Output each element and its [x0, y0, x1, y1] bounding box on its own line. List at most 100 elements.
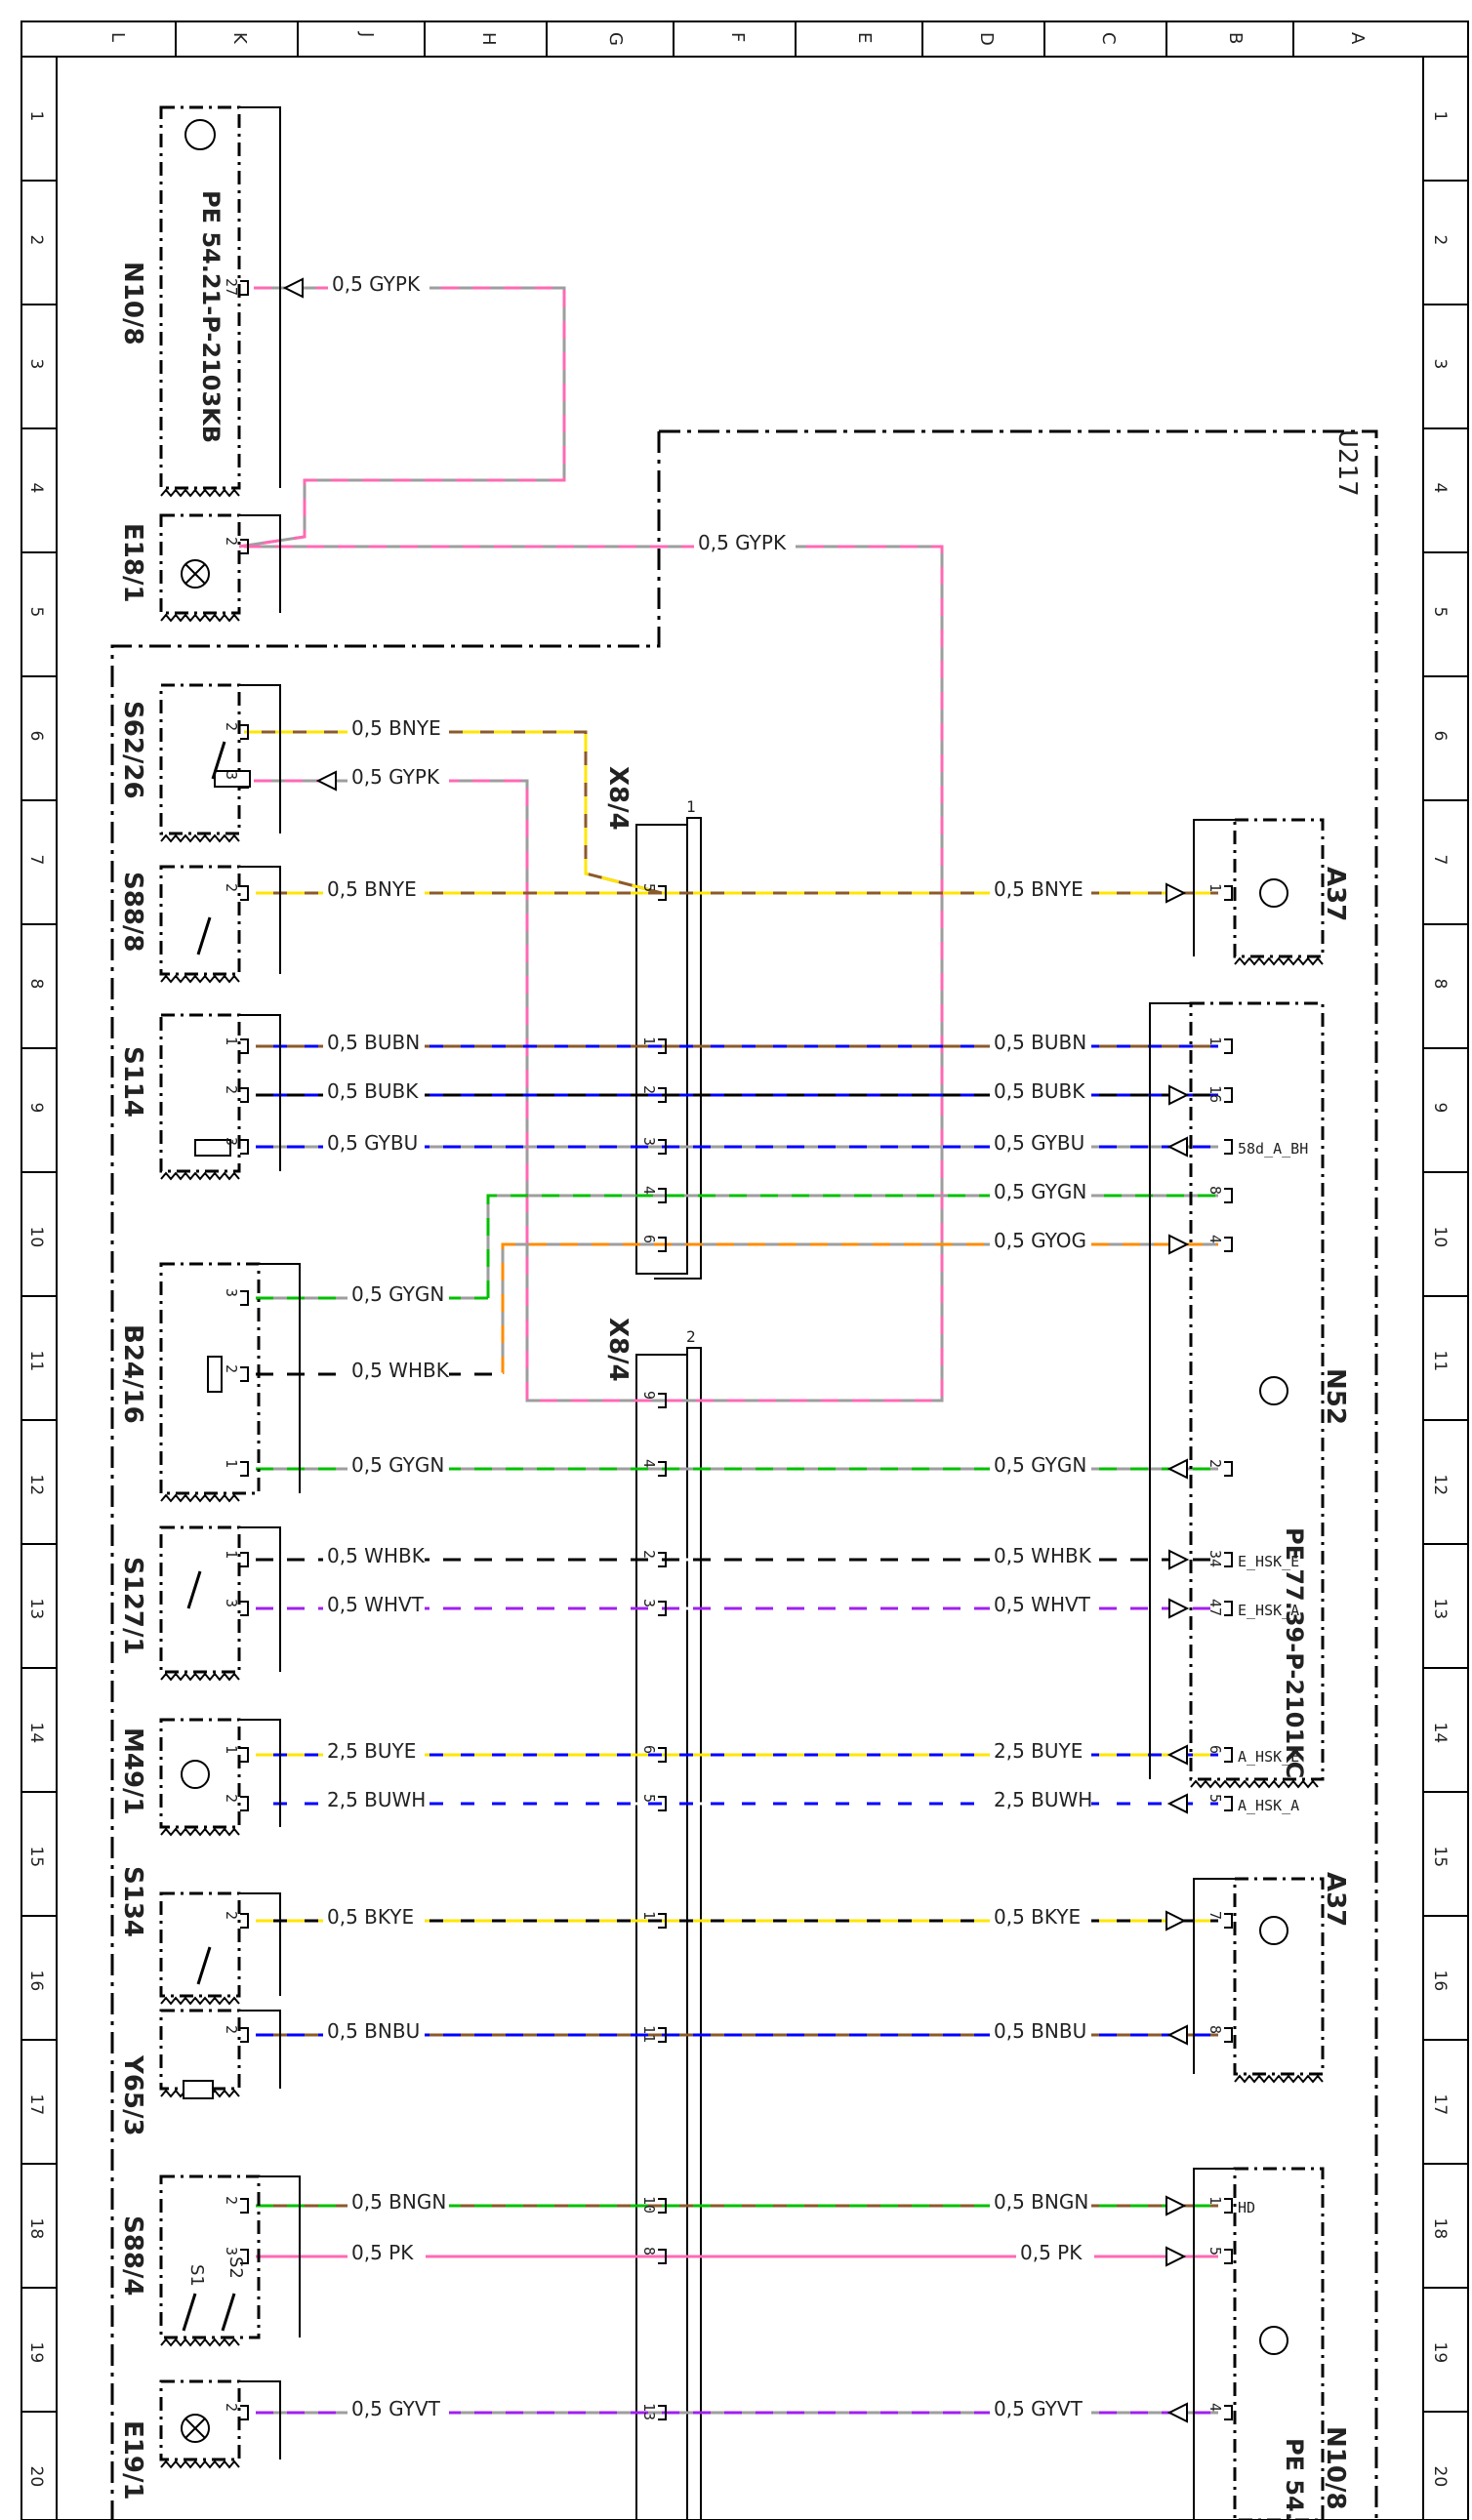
pin-left-19-label: 2 [223, 2025, 240, 2034]
module-outline-u217 [110, 429, 1378, 2520]
row-label: 7 [1430, 855, 1450, 866]
box-e19-1-break [160, 2459, 240, 2469]
wire-label-left-14-bg [323, 1545, 425, 1566]
label-a37-top: A37 [1321, 867, 1350, 921]
box-a37-bottom [1233, 1877, 1325, 2076]
connector-x8-4-a-pin: 1 [686, 797, 696, 816]
wire-tag-16: A_HSK_E [1238, 1748, 1299, 1766]
wire-label-left-7-bg [323, 1132, 425, 1154]
pin-conn-4-label: 5 [640, 883, 658, 892]
row-label: 14 [26, 1723, 46, 1744]
pin-right-4 [1224, 885, 1233, 901]
box-e18-1-break [160, 613, 240, 623]
connector-x8-4-a-name: X8/4 [603, 766, 633, 831]
wire-label-right-5: 0,5 BUBN [994, 1031, 1086, 1054]
wire-label-3: 0,5 GYPK [351, 765, 440, 789]
pin-right-20-label: 1 [1206, 2196, 1224, 2205]
pin-left-11 [240, 1366, 249, 1382]
row-label: 20 [26, 2466, 46, 2488]
pin-conn-17-label: 5 [640, 1794, 658, 1803]
box-s127-1-break [160, 1672, 240, 1682]
pin-right-22-label: 4 [1206, 2403, 1224, 2412]
wire-label-left-22: 0,5 GYVT [351, 2397, 441, 2420]
wire-label-left-4-bg [323, 878, 425, 900]
right-components [1149, 818, 1325, 2520]
switch-icon [182, 2293, 197, 2332]
lamp-icon-cross [184, 563, 206, 585]
wire-label-right-20: 0,5 BNGN [994, 2190, 1088, 2214]
arrow-right-16 [1166, 1744, 1188, 1766]
pin-conn-13-label: 4 [640, 1459, 658, 1468]
box-s88-8-bracket [239, 866, 281, 974]
pin-right-14 [1224, 1552, 1233, 1567]
pin-conn-16 [658, 1747, 667, 1763]
box-e18-1-bracket [239, 514, 281, 613]
lamp-icon [181, 2414, 210, 2443]
wire-label-right-19: 0,5 BNBU [994, 2019, 1086, 2043]
box-b24-16-bracket [259, 1263, 301, 1493]
row-label: 17 [26, 2094, 46, 2116]
arrow-right-21 [1165, 2246, 1187, 2267]
wire-label-right-21: 0,5 PK [1020, 2241, 1083, 2264]
box-y65-3-bracket [239, 2010, 281, 2089]
wire-label-1-bg [694, 532, 796, 553]
row-label: 13 [26, 1599, 46, 1620]
pin-right-6 [1224, 1087, 1233, 1103]
pin-left-4-label: 2 [223, 883, 240, 892]
row-label: 3 [1430, 359, 1450, 370]
box-b24-16 [159, 1262, 261, 1495]
wire-label-left-17-bg [323, 1789, 425, 1810]
box-s62-26-bracket [239, 684, 281, 833]
pin-conn-13 [658, 1461, 667, 1477]
wire-label-2-bg [348, 717, 449, 739]
pin-left-7-label: 3 [223, 1137, 240, 1146]
box-a37-top [1233, 818, 1325, 958]
pin-left-15-label: 3 [223, 1599, 240, 1607]
wire-label-left-19: 0,5 BNBU [327, 2019, 420, 2043]
pin-right-19 [1224, 2027, 1233, 2043]
solenoid-icon [183, 2080, 214, 2099]
box-s88-4 [159, 2175, 261, 2339]
pin-right-14-label: 34 [1206, 1550, 1224, 1567]
box-s62-26-break [160, 833, 240, 843]
wire-label-right-22-bg [990, 2398, 1091, 2419]
row-label: 1 [1430, 111, 1450, 122]
pin-conn-21-label: 8 [640, 2247, 658, 2256]
row-label: 4 [1430, 483, 1450, 494]
switch-icon [196, 1946, 212, 1985]
label-m49-1: M49/1 [118, 1727, 147, 1815]
pin-conn-4 [658, 885, 667, 901]
pin-right-15-label: 47 [1206, 1599, 1224, 1616]
pin-s62-3-label: 3 [223, 771, 240, 780]
wire-label-left-20-bg [348, 2191, 449, 2213]
pin-right-20 [1224, 2198, 1233, 2214]
wire-tag-15: E_HSK_A [1238, 1602, 1299, 1619]
row-label: 5 [26, 607, 46, 618]
box-n52-break [1190, 1779, 1319, 1789]
row-label: 8 [26, 979, 46, 990]
pin-right-13-label: 2 [1206, 1459, 1224, 1468]
wire-label-right-19-bg [990, 2020, 1091, 2042]
pin-left-5 [240, 1038, 249, 1054]
pin-right-5 [1224, 1038, 1233, 1054]
wire-label-right-4: 0,5 BNYE [994, 877, 1084, 901]
box-s62-26 [159, 683, 241, 835]
lamp-icon-cross [184, 2418, 206, 2439]
wire-label-right-13-bg [990, 1454, 1091, 1476]
label-e18-1: E18/1 [118, 523, 147, 603]
wire-label-right-16-bg [990, 1740, 1091, 1762]
box-a37-bottom-break [1234, 2074, 1324, 2084]
row-label: 7 [26, 855, 46, 866]
wire-label-left-6: 0,5 BUBK [327, 1079, 419, 1103]
row-label: 9 [26, 1103, 46, 1114]
wire-label-right-9-bg [990, 1230, 1091, 1251]
pin-left-17-label: 2 [223, 1794, 240, 1803]
switch-icon [196, 916, 212, 955]
label-s62-26: S62/26 [118, 701, 147, 799]
label-s2: S2 [225, 2256, 246, 2279]
pin-right-7 [1224, 1139, 1233, 1155]
wire-label-left-4: 0,5 BNYE [327, 877, 417, 901]
wire-label-1: 0,5 GYPK [698, 531, 787, 554]
wire-label-left-14: 0,5 WHBK [327, 1544, 426, 1567]
row-label: 16 [26, 1971, 46, 1992]
